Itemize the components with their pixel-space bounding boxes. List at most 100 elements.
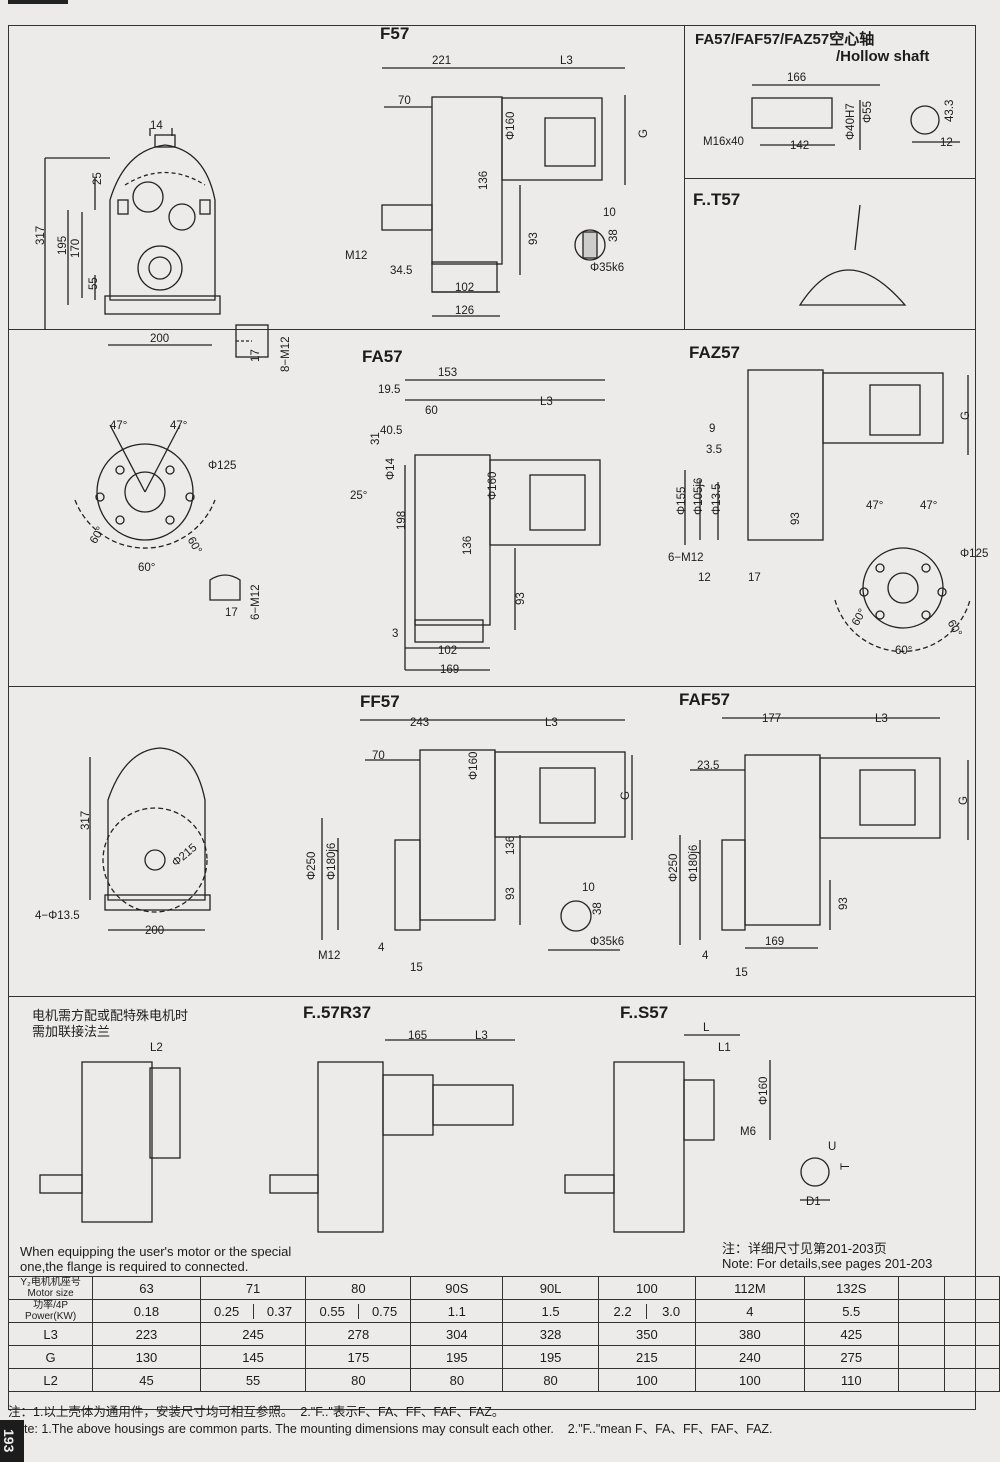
dimension-label: 6−M12 xyxy=(668,552,704,564)
divider-vertical xyxy=(684,25,685,329)
empty-cell xyxy=(944,1345,1000,1369)
l3-cell: 304 xyxy=(410,1322,504,1346)
dimension-label: 55 xyxy=(88,277,100,290)
dimension-label: 165 xyxy=(408,1030,428,1042)
dimension-label: 93 xyxy=(505,887,517,900)
dimension-label: T xyxy=(840,1162,852,1170)
dimension-label: 4−Φ13.5 xyxy=(35,910,80,922)
dimension-label: 126 xyxy=(455,305,475,317)
dimension-label: 10 xyxy=(582,882,595,894)
power-cell: 1.5 xyxy=(502,1299,599,1323)
footnotes: 注：1.以上壳体为通用件，安装尺寸均可相互参照。 2."F.."表示F、FA、F… xyxy=(8,1404,773,1438)
dimension-label: 166 xyxy=(787,72,807,84)
dimension-label: 15 xyxy=(410,962,423,974)
dimension-label: L2 xyxy=(150,1042,163,1054)
dimension-label: 200 xyxy=(150,333,170,345)
divider-3 xyxy=(8,996,976,997)
dimension-label: 317 xyxy=(35,225,47,245)
divider-hollow xyxy=(684,178,976,179)
dimension-label: 136 xyxy=(505,835,517,855)
power-cell: 0.18 xyxy=(92,1299,201,1323)
dimension-label: 142 xyxy=(790,140,810,152)
dimension-label: 15 xyxy=(735,967,748,979)
dimension-label: 10 xyxy=(603,207,616,219)
title-fa57: FA57 xyxy=(362,347,403,366)
dimension-label: 25 xyxy=(92,172,104,185)
motor-size-cell: 63 xyxy=(92,1276,201,1300)
divider-1 xyxy=(8,329,976,330)
title-hollow-en: /Hollow shaft xyxy=(836,48,930,65)
dimension-label: G xyxy=(958,796,970,805)
dimension-label: 153 xyxy=(438,367,458,379)
motor-size-cell: 132S xyxy=(803,1276,899,1300)
l3-cell: 278 xyxy=(305,1322,412,1346)
title-faf57: FAF57 xyxy=(679,690,731,709)
dimension-label: 14 xyxy=(150,120,163,132)
dimension-label: G xyxy=(960,411,972,420)
motor-size-cell: 80 xyxy=(305,1276,412,1300)
title-faz57: FAZ57 xyxy=(689,343,741,362)
dimension-label: Φ250 xyxy=(306,851,318,880)
dimension-label: 3.5 xyxy=(706,444,722,456)
g-cell: 240 xyxy=(694,1345,805,1369)
dimension-label: Φ160 xyxy=(758,1076,770,1105)
empty-cell xyxy=(897,1276,946,1300)
dimension-label: M16x40 xyxy=(703,136,744,148)
dimension-label: 136 xyxy=(478,170,490,190)
dimension-label: 8−M12 xyxy=(280,336,292,372)
empty-cell xyxy=(944,1299,1000,1323)
dimension-label: 9 xyxy=(709,423,716,435)
dimension-label: 4 xyxy=(378,942,385,954)
dimension-label: M12 xyxy=(318,950,341,962)
row-l3: L3 223 245 278 304 328 350 380 425 xyxy=(7,1322,1000,1346)
dimension-label: 6−M12 xyxy=(250,584,262,620)
l3-cell: 223 xyxy=(92,1322,201,1346)
g-cell: 145 xyxy=(199,1345,307,1369)
l2-cell: 80 xyxy=(305,1368,412,1392)
pages-note-en: Note: For details,see pages 201-203 xyxy=(722,1256,933,1271)
dimension-label: 34.5 xyxy=(390,265,413,277)
title-hollow: FA57/FAF57/FAZ57空心轴 xyxy=(695,31,875,48)
dimension-label: 70 xyxy=(372,750,385,762)
title-fs57: F..S57 xyxy=(620,1003,669,1022)
dimension-label: M6 xyxy=(740,1126,756,1138)
dimension-label: Φ160 xyxy=(487,471,499,500)
dimension-label: 17 xyxy=(250,349,262,362)
dimension-label: Φ160 xyxy=(468,751,480,780)
dimension-label: 221 xyxy=(432,55,452,67)
dimension-label: Φ180j6 xyxy=(326,842,338,880)
dimension-label: 198 xyxy=(396,510,408,530)
dimension-label: 70 xyxy=(398,95,411,107)
dimension-label: 17 xyxy=(225,607,238,619)
flange-note-en-2: one,the flange is required to connected. xyxy=(20,1259,249,1274)
dimension-label: 169 xyxy=(765,936,785,948)
dimension-label: Φ35k6 xyxy=(590,262,625,274)
page-frame xyxy=(8,25,976,1410)
dimension-label: U xyxy=(828,1141,837,1153)
row-l2: L2 45 55 80 80 80 100 100 110 xyxy=(7,1368,1000,1392)
dimension-label: 43.3 xyxy=(944,99,956,122)
dimension-label: 317 xyxy=(80,810,92,830)
header-g: G xyxy=(7,1345,94,1369)
dimension-label: Φ125 xyxy=(960,548,989,560)
pages-note-cn: 注：详细尺寸见第201-203页 xyxy=(722,1241,887,1256)
dimension-label: 93 xyxy=(528,232,540,245)
flange-note-cn-1: 电机需方配或配特殊电机时 xyxy=(32,1008,189,1023)
l2-cell: 45 xyxy=(92,1368,201,1392)
empty-cell xyxy=(944,1276,1000,1300)
dimension-label: 17 xyxy=(748,572,761,584)
dimension-label: Φ40H7 xyxy=(845,103,857,140)
dimension-label: L3 xyxy=(560,55,573,67)
g-cell: 275 xyxy=(803,1345,899,1369)
dimension-label: 60° xyxy=(895,645,913,657)
dimension-label: L3 xyxy=(540,396,553,408)
l2-cell: 100 xyxy=(597,1368,696,1392)
g-cell: 195 xyxy=(502,1345,599,1369)
